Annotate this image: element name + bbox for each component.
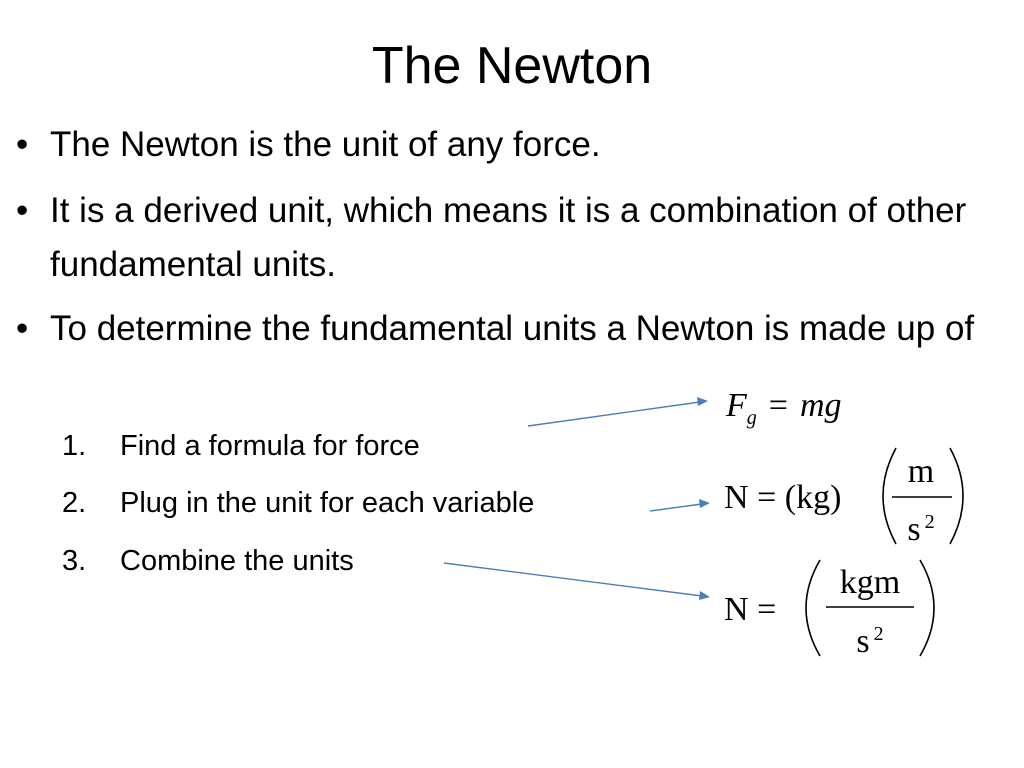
formula-units-substituted: N = (kg): [724, 476, 841, 520]
arrowhead: [697, 397, 708, 406]
step-number: 1.: [62, 430, 87, 462]
formula-equals: =: [757, 479, 777, 516]
bullet-item: • The Newton is the unit of any force.: [16, 118, 1006, 172]
bullet-marker: •: [16, 191, 29, 230]
arrow-step1-to-formula1: [527, 401, 701, 427]
formula-lhs: N: [724, 479, 749, 516]
right-parenthesis: [919, 559, 935, 657]
slide-title: The Newton: [371, 37, 653, 95]
formula-equals: =: [757, 591, 777, 628]
bullet-marker: •: [16, 309, 29, 348]
fraction-numerator: m: [907, 453, 935, 490]
formula-lhs-subscript: g: [746, 407, 757, 429]
fraction-denominator-base: s: [856, 623, 870, 660]
arrow-step2-to-formula2: [649, 503, 703, 512]
fraction-denominator-exponent: 2: [873, 623, 884, 645]
step-text: Plug in the unit for each variable: [120, 487, 535, 519]
bullet-item: • It is a derived unit, which means it i…: [16, 184, 1006, 292]
fraction-denominator-exponent: 2: [924, 511, 935, 533]
arrowhead: [699, 591, 710, 600]
formula-equals: =: [768, 387, 788, 424]
step-number: 2.: [62, 487, 87, 519]
formula-weight: Fg = mg: [726, 384, 842, 440]
formula-middle: (kg): [784, 479, 842, 516]
formula-lhs: N: [724, 591, 749, 628]
bullet-text: The Newton is the unit of any force.: [50, 125, 601, 164]
formula-units-combined: N =: [724, 588, 776, 632]
bullet-marker: •: [16, 125, 29, 164]
bullet-item: • To determine the fundamental units a N…: [16, 302, 1006, 356]
bullet-text: To determine the fundamental units a New…: [50, 309, 975, 348]
fraction-denominator-base: s: [907, 511, 921, 548]
formula-rhs: mg: [799, 387, 842, 424]
arrow-step3-to-formula3: [443, 562, 703, 597]
bullet-text: It is a derived unit, which means it is …: [50, 191, 967, 284]
left-parenthesis: [805, 559, 821, 657]
fraction-numerator: kgm: [839, 564, 901, 601]
formula-lhs: F: [726, 387, 747, 424]
step-number: 3.: [62, 545, 87, 577]
step-text: Combine the units: [120, 545, 354, 577]
step-text: Find a formula for force: [120, 430, 420, 462]
arrowhead: [699, 499, 710, 508]
